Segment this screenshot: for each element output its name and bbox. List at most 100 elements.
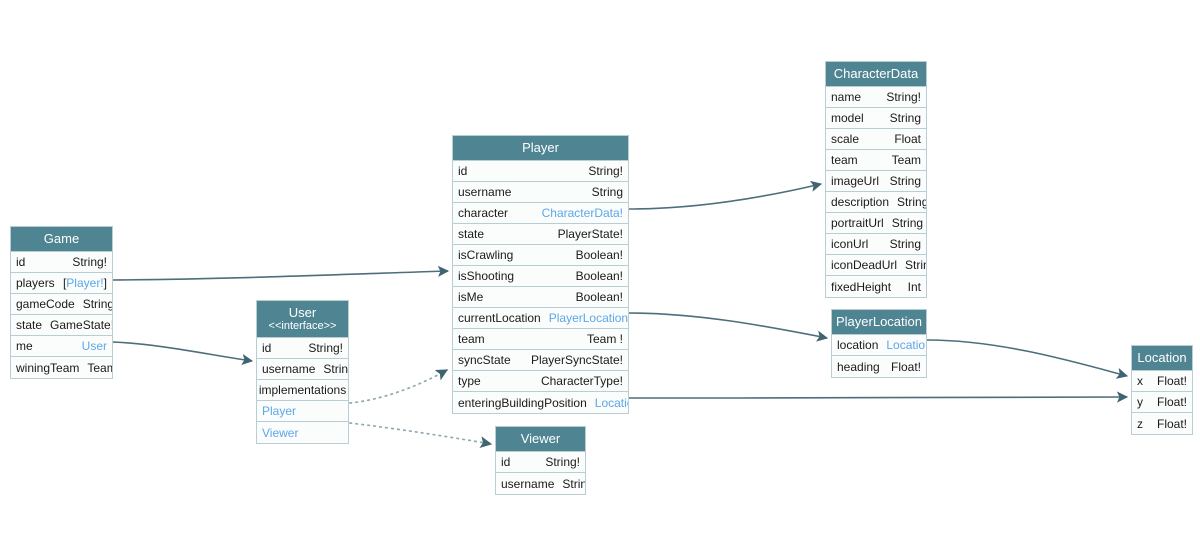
field-row[interactable]: isShooting Boolean! xyxy=(453,266,628,287)
field-type: String! xyxy=(886,90,921,104)
field-row[interactable]: z Float! xyxy=(1132,413,1192,434)
field-name: gameCode xyxy=(16,297,75,311)
field-type-value: Boolean! xyxy=(575,248,623,262)
field-type-link: Location! xyxy=(886,338,926,352)
field-type: Team ! xyxy=(587,332,623,346)
field-type: String! xyxy=(83,297,112,311)
field-row[interactable]: iconUrl String xyxy=(826,234,926,255)
field-row[interactable]: locationLocation! xyxy=(832,335,926,356)
edge-playerlocation-location-to-location xyxy=(926,339,1129,379)
field-name: username xyxy=(458,185,512,199)
edge-user-player-impl xyxy=(349,369,449,404)
field-name: team xyxy=(831,153,858,167)
field-type-value: PlayerSyncState! xyxy=(530,353,623,367)
field-type-value: String! xyxy=(886,90,921,104)
field-type-value: Boolean! xyxy=(575,290,623,304)
field-row[interactable]: Viewer xyxy=(257,422,348,443)
field-row[interactable]: id String! xyxy=(11,252,112,273)
field-name: heading xyxy=(837,359,880,374)
field-type-value: Float! xyxy=(1156,374,1187,388)
field-type-value: Team xyxy=(891,153,921,167)
field-name: isShooting xyxy=(458,269,515,283)
field-type-value: String xyxy=(905,258,926,272)
field-row[interactable]: heading Float! xyxy=(832,356,926,377)
field-type: Boolean! xyxy=(576,248,623,262)
field-type-value: Float! xyxy=(1156,416,1187,431)
field-name: id xyxy=(16,255,26,269)
entity-user[interactable]: User<<interface>>idString!usernameString… xyxy=(256,300,349,444)
field-row[interactable]: players[Player!] xyxy=(11,273,112,294)
field-name: Viewer xyxy=(262,425,299,440)
field-type: Location! xyxy=(886,338,926,352)
field-row[interactable]: fixedHeight Int xyxy=(826,276,926,297)
field-type: Float! xyxy=(891,360,921,374)
field-type-value: Int xyxy=(907,279,921,294)
field-name: team xyxy=(458,332,485,346)
field-type: String xyxy=(905,258,926,272)
field-row[interactable]: iconDeadUrlString xyxy=(826,255,926,276)
field-row[interactable]: isCrawling Boolean! xyxy=(453,245,628,266)
field-name: Player xyxy=(262,404,297,418)
entity-header-user: User<<interface>> xyxy=(257,301,348,338)
field-row[interactable]: Player xyxy=(257,401,348,422)
field-row[interactable]: team Team xyxy=(826,150,926,171)
entity-title: PlayerLocation xyxy=(836,314,922,329)
field-row[interactable]: syncState PlayerSyncState! xyxy=(453,350,628,371)
entity-header-location: Location xyxy=(1132,346,1192,371)
field-row[interactable]: team Team ! xyxy=(453,329,628,350)
entity-playerlocation[interactable]: PlayerLocation locationLocation! heading Fl… xyxy=(831,309,927,378)
field-name: state xyxy=(458,227,485,241)
field-name: isCrawling xyxy=(458,248,514,262)
field-type: Float! xyxy=(1157,374,1187,388)
field-type: Boolean! xyxy=(576,290,623,304)
field-type-link: Location xyxy=(594,395,628,410)
field-name: z xyxy=(1137,416,1143,431)
field-name: y xyxy=(1137,395,1143,409)
field-name: syncState xyxy=(458,353,511,367)
field-type: String xyxy=(890,174,921,188)
field-row[interactable]: implementations xyxy=(257,380,348,401)
field-type-value: String! xyxy=(72,255,107,269)
field-type-value: String xyxy=(889,237,921,251)
field-name: iconUrl xyxy=(831,237,869,251)
field-row[interactable]: gameCode String! xyxy=(11,294,112,315)
field-type: Boolean! xyxy=(576,269,623,283)
edge-game-me-to-user xyxy=(112,341,254,366)
field-name: username xyxy=(262,362,316,376)
entity-header-playerlocation: PlayerLocation xyxy=(832,310,926,335)
field-type: String xyxy=(892,216,923,230)
field-name: winingTeam xyxy=(16,360,80,375)
field-type-suffix: ] xyxy=(103,276,107,290)
field-row[interactable]: enteringBuildingPositionLocation xyxy=(453,392,628,413)
edge-game-players-to-player xyxy=(112,265,450,281)
field-type: [Player!] xyxy=(63,276,107,290)
field-name: fixedHeight xyxy=(831,279,892,294)
